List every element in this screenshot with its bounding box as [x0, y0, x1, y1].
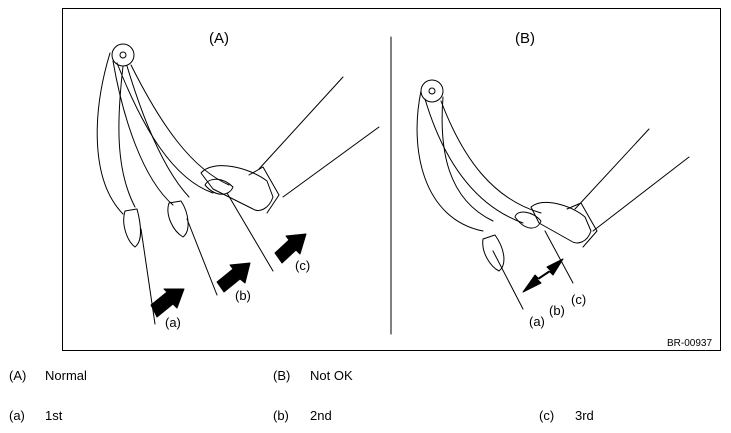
pedal-pad-b2 — [514, 211, 542, 229]
pedal-arm-b-outer — [112, 60, 174, 206]
panel-a-drawing — [96, 43, 380, 325]
stroke-line-b1 — [492, 250, 524, 310]
callout-b-panel-c: (c) — [571, 292, 586, 307]
legend-key-c: (c) — [539, 408, 555, 423]
callout-c-3rd: (c) — [295, 258, 310, 273]
double-arrow — [522, 258, 564, 293]
heel-b — [566, 202, 598, 248]
pedal-arm-c-inner — [130, 64, 230, 186]
legend-text-3rd: 3rd — [575, 408, 594, 423]
pedal-pad-b — [167, 200, 189, 238]
legend-text-1st: 1st — [45, 408, 63, 423]
arrow-c — [274, 233, 307, 264]
arrow-a — [150, 288, 185, 318]
pedal-arm-c-outer — [116, 62, 214, 194]
callout-b-panel-a: (a) — [529, 314, 545, 329]
callout-b-2nd: (b) — [235, 288, 251, 303]
pedal-illustration: (A) (B) (a) (b) (c) (a) (b) (c) BR-00937 — [96, 30, 712, 349]
legend-key-b: (b) — [273, 408, 289, 423]
pedal-arm-b2-outer — [424, 98, 524, 224]
pedal-arm-a-outer — [96, 52, 124, 215]
pivot-b — [420, 79, 444, 103]
callout-b-panel-b: (b) — [549, 303, 565, 318]
leg-b — [574, 128, 690, 232]
legend-key-B: (B) — [273, 368, 291, 383]
legend-text-not-ok: Not OK — [310, 368, 353, 383]
pedal-pad-c — [204, 178, 234, 195]
panel-b-drawing — [416, 79, 690, 310]
legend-text-normal: Normal — [45, 368, 87, 383]
pivot-hole-b — [428, 87, 436, 95]
shoe-a — [200, 165, 274, 211]
pivot-a — [111, 43, 135, 67]
heel-a — [248, 166, 280, 214]
pedal-pad-a — [123, 208, 141, 248]
pedal-arm-b-inner — [126, 65, 190, 198]
stroke-line-b2 — [544, 230, 574, 284]
legend-text-2nd: 2nd — [310, 408, 332, 423]
legend-key-a: (a) — [9, 408, 25, 423]
leg-a — [258, 76, 380, 198]
pedal-pad-b1 — [482, 234, 505, 272]
pedal-arm-a-inner — [118, 65, 136, 208]
legend-key-A: (A) — [9, 368, 27, 383]
stroke-line-c — [226, 192, 274, 272]
panel-b-label: (B) — [515, 30, 535, 47]
stroke-line-b — [186, 218, 218, 296]
pivot-hole-a — [119, 51, 127, 59]
pedal-arm-b1-outer — [416, 90, 484, 232]
pedal-arm-b1-inner — [441, 96, 494, 222]
shoe-b — [530, 202, 592, 244]
pedal-arm-b2-inner — [440, 100, 542, 214]
brake-pedal-figure: (A) (B) (a) (b) (c) (a) (b) (c) BR-00937 — [62, 8, 721, 351]
arrow-b — [216, 262, 251, 293]
figure-code: BR-00937 — [667, 338, 712, 349]
callout-a-1st: (a) — [165, 315, 181, 330]
panel-a-label: (A) — [209, 30, 229, 47]
